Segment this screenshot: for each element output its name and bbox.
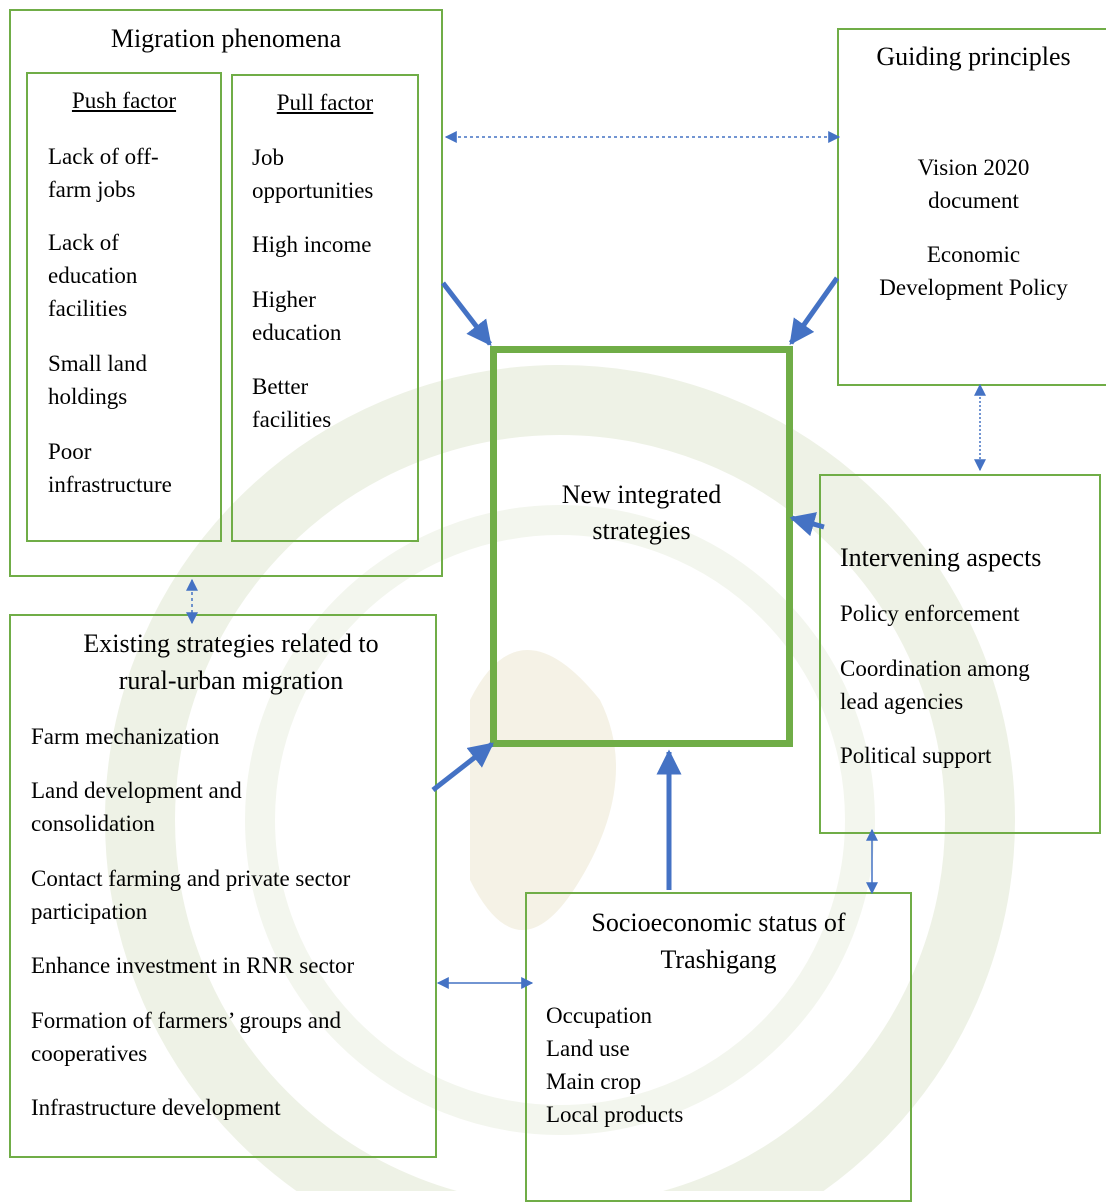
arrow-intervening-center: [789, 512, 825, 537]
push-item: facilities: [48, 296, 128, 321]
intervening-aspects-box: [819, 474, 1101, 834]
pull-item: education: [252, 320, 342, 345]
intervening-item: lead agencies: [840, 689, 964, 714]
guiding-principles-box: [837, 28, 1106, 386]
pull-factor-box: [231, 74, 419, 542]
push-item: education: [48, 263, 138, 288]
push-factor-title: Push factor: [71, 88, 177, 113]
existing-item: Infrastructure development: [31, 1095, 281, 1120]
pull-item: opportunities: [252, 178, 374, 203]
intervening-item: Policy enforcement: [840, 601, 1020, 626]
guiding-item: document: [928, 188, 1019, 213]
arrow-guiding-center: [788, 276, 840, 346]
intervening-aspects-title: Intervening aspects: [840, 543, 1042, 572]
push-item: Small land: [48, 351, 148, 376]
push-factor-box: [26, 72, 222, 542]
pull-item: Better: [252, 374, 309, 399]
socioeconomic-status-title: Trashigang: [660, 945, 777, 974]
socio-item: Occupation: [546, 1003, 653, 1028]
new-integrated-strategies-box: [490, 346, 793, 747]
socio-item: Land use: [546, 1036, 630, 1061]
guiding-item: Vision 2020: [917, 155, 1030, 180]
center-line: New integrated: [561, 480, 722, 509]
existing-strategies-box: [9, 614, 437, 1158]
push-item: Lack of: [48, 230, 119, 255]
existing-item: Enhance investment in RNR sector: [31, 953, 355, 978]
guiding-item: Economic: [926, 242, 1021, 267]
existing-item: consolidation: [31, 811, 155, 836]
push-item: farm jobs: [48, 177, 136, 202]
pull-item: High income: [252, 232, 372, 257]
push-item: holdings: [48, 384, 128, 409]
pull-item: facilities: [252, 407, 332, 432]
guiding-item: Development Policy: [879, 275, 1068, 300]
existing-item: cooperatives: [31, 1041, 148, 1066]
arrow-existing-center: [431, 742, 494, 792]
arrow-migration-center: [441, 281, 492, 346]
intervening-item: Political support: [840, 743, 992, 768]
existing-item: Farm mechanization: [31, 724, 220, 749]
push-item: infrastructure: [48, 472, 172, 497]
center-line: strategies: [592, 516, 691, 545]
socio-item: Main crop: [546, 1069, 642, 1094]
guiding-principles-title: Guiding principles: [876, 42, 1071, 71]
pull-item: Job: [252, 145, 284, 170]
existing-item: Land development and: [31, 778, 242, 803]
push-item: Poor: [48, 439, 92, 464]
pull-factor-title: Pull factor: [276, 90, 374, 115]
existing-strategies-title: Existing strategies related to: [83, 629, 379, 658]
socio-item: Local products: [546, 1102, 684, 1127]
intervening-item: Coordination among: [840, 656, 1030, 681]
migration-phenomena-box: [9, 9, 443, 577]
socioeconomic-status-title: Socioeconomic status of: [591, 908, 846, 937]
existing-item: Formation of farmers’ groups and: [31, 1008, 341, 1033]
pull-item: Higher: [252, 287, 316, 312]
existing-strategies-title: rural-urban migration: [118, 666, 344, 695]
existing-item: Contact farming and private sector: [31, 866, 351, 891]
existing-item: participation: [31, 899, 148, 924]
push-item: Lack of off-: [48, 144, 159, 169]
migration-phenomena-title: Migration phenomena: [110, 24, 342, 53]
